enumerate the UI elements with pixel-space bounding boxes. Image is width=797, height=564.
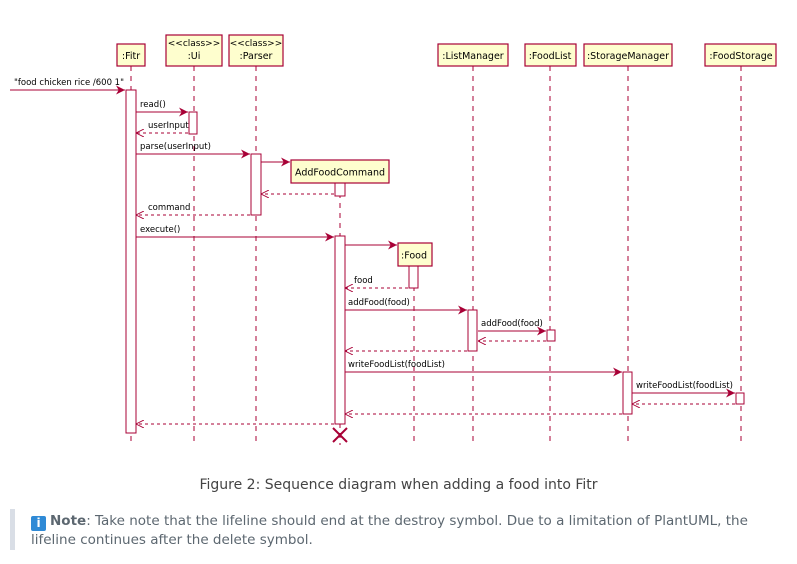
figure-caption: Figure 2: Sequence diagram when adding a… xyxy=(199,477,598,493)
message-label: execute() xyxy=(140,225,180,235)
message-label: food xyxy=(354,276,373,286)
participant-label: :FoodStorage xyxy=(709,51,772,62)
participant-label: :ListManager xyxy=(442,51,504,62)
participant-box-listmanager xyxy=(437,43,509,67)
participant-box-foodlist xyxy=(524,43,577,67)
participant-label: :Food xyxy=(401,251,427,262)
participant-box-ui xyxy=(165,34,223,67)
message-label: parse(userInput) xyxy=(140,142,211,152)
activation-bar xyxy=(546,329,556,342)
participant-box-fitr xyxy=(116,43,146,67)
destroy-icon xyxy=(332,427,348,443)
activation-bar xyxy=(735,392,745,405)
participant-box-parser xyxy=(228,34,284,67)
participant-label: :Fitr xyxy=(122,51,140,62)
activation-bar xyxy=(334,182,346,197)
info-icon: i xyxy=(31,516,46,531)
message-label: command xyxy=(148,203,190,213)
activation-bar xyxy=(622,371,633,415)
note-text: : Take note that the lifeline should end… xyxy=(31,513,748,548)
activation-bar xyxy=(467,309,478,352)
message-label: "food chicken rice /600 1" xyxy=(14,78,124,88)
participant-stereotype: <<class>> xyxy=(230,39,283,49)
participant-label: :StorageManager xyxy=(587,51,669,62)
message-label: read() xyxy=(140,100,166,110)
activation-bar xyxy=(125,89,137,434)
participant-box-foodstorage xyxy=(704,43,777,67)
message-label: addFood(food) xyxy=(348,298,410,308)
message-label: userInput xyxy=(148,121,189,131)
participant-label: :Parser xyxy=(240,51,273,62)
activation-bar xyxy=(334,235,346,425)
participant-box-storagemanager xyxy=(583,43,673,67)
message-label: writeFoodList(foodList) xyxy=(636,381,733,391)
participant-label: :FoodList xyxy=(529,51,572,62)
participant-box-addfood xyxy=(290,159,390,184)
note-label: Note xyxy=(50,513,87,529)
activation-bar xyxy=(250,153,262,216)
participant-stereotype: <<class>> xyxy=(168,39,221,49)
participant-box-food xyxy=(397,242,433,267)
message-label: writeFoodList(foodList) xyxy=(348,360,445,370)
participant-label: AddFoodCommand xyxy=(295,168,385,179)
message-label: addFood(food) xyxy=(481,319,543,329)
activation-bar xyxy=(188,111,198,135)
sequence-diagram: :Fitr <<class>> :Ui <<class>> :ParserAddFood… xyxy=(10,34,777,445)
activation-bar xyxy=(408,265,419,289)
note-callout: i Note: Take note that the lifeline shoul… xyxy=(10,509,780,550)
participant-label: :Ui xyxy=(188,51,201,62)
